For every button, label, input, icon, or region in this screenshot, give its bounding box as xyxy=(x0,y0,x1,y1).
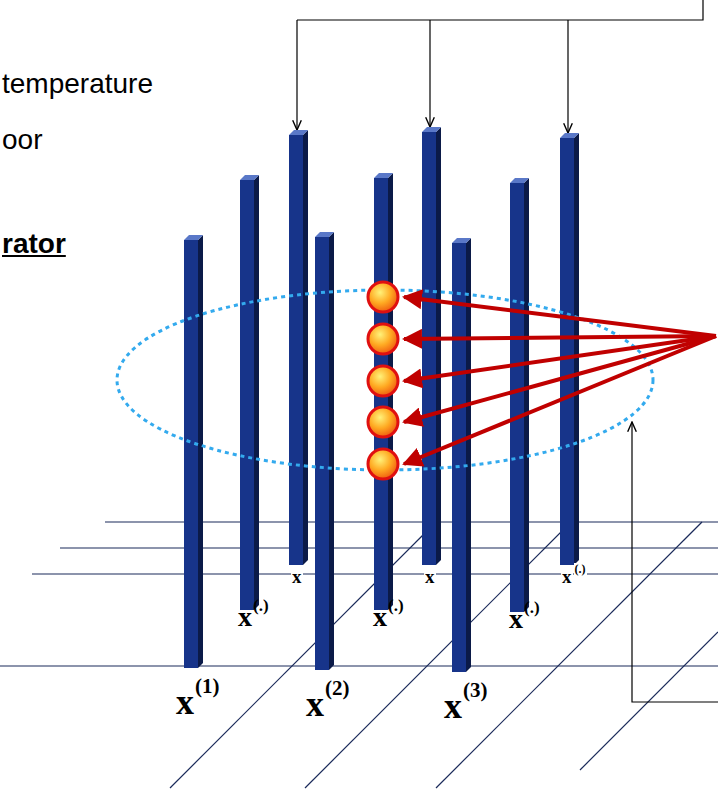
sample-arrow xyxy=(404,336,716,422)
slide-text: oor xyxy=(2,126,42,154)
superscript-index: (.) xyxy=(574,563,587,575)
bracket-line xyxy=(297,0,703,20)
sample-ball xyxy=(368,449,398,479)
variable-label: x xyxy=(176,684,194,720)
variable-label: x xyxy=(561,567,573,586)
pillar-side xyxy=(524,178,529,612)
bracket-arrow xyxy=(567,20,568,133)
pillar-side xyxy=(574,133,579,565)
pillar-face xyxy=(560,138,574,565)
pillar-face xyxy=(422,132,436,565)
grid-line xyxy=(0,665,718,666)
sample-group xyxy=(368,282,398,479)
arrow-group xyxy=(404,297,716,464)
pillar xyxy=(315,232,334,670)
variable-label: x xyxy=(509,605,523,633)
pillar xyxy=(184,235,203,668)
superscript-index: (.) xyxy=(524,599,540,616)
pillar-face xyxy=(315,237,329,670)
pillar-top xyxy=(560,133,579,138)
bracket-arrow xyxy=(429,20,430,127)
slide-text: temperature xyxy=(2,70,153,98)
variable-label: x xyxy=(444,688,462,724)
pillar-top xyxy=(422,127,441,132)
sample-arrow xyxy=(404,336,716,339)
variable-label: x xyxy=(424,567,436,586)
pillar-top xyxy=(452,238,471,243)
superscript-index: (2) xyxy=(325,678,350,699)
pillar-top xyxy=(374,173,393,178)
pillar-group xyxy=(184,127,579,672)
pillar-side xyxy=(254,175,259,610)
sample-ball xyxy=(368,324,398,354)
pillar-side xyxy=(198,235,203,668)
sample-arrow xyxy=(404,297,716,336)
pillar-side xyxy=(436,127,441,565)
pillar xyxy=(289,130,308,565)
ground-grid xyxy=(0,522,718,788)
superscript-index: (.) xyxy=(388,597,404,614)
grid-line xyxy=(580,632,718,770)
pillar-top xyxy=(315,232,334,237)
variable-label: x xyxy=(306,686,324,722)
pillar-top xyxy=(184,235,203,240)
pillar-side xyxy=(303,130,308,565)
pillar-face xyxy=(452,243,466,672)
bracket-arrow xyxy=(296,20,297,130)
pillar xyxy=(510,178,529,612)
pillar-top xyxy=(289,130,308,135)
pillar-face xyxy=(240,180,254,610)
pillar xyxy=(240,175,259,610)
variable-label: x xyxy=(291,567,303,586)
variable-label: x xyxy=(373,603,387,631)
pillar xyxy=(422,127,441,565)
bracket xyxy=(632,422,718,702)
pillar xyxy=(560,133,579,565)
pillar-top xyxy=(240,175,259,180)
sample-arrow xyxy=(404,336,716,464)
slide-text: rator xyxy=(2,230,66,258)
pillar-face xyxy=(289,135,303,565)
superscript-index: (1) xyxy=(195,676,220,697)
pillar-face xyxy=(510,183,524,612)
variable-label: x xyxy=(238,603,252,631)
pillar-face xyxy=(184,240,198,668)
sample-ball xyxy=(368,366,398,396)
superscript-index: (3) xyxy=(463,680,488,701)
sample-ball xyxy=(368,407,398,437)
pillar-top xyxy=(510,178,529,183)
superscript-index: (.) xyxy=(253,597,269,614)
sample-ball xyxy=(368,282,398,312)
pillar-side xyxy=(329,232,334,670)
sample-arrow xyxy=(404,336,716,381)
bracket-arrow xyxy=(632,422,718,702)
bracket xyxy=(297,0,703,133)
